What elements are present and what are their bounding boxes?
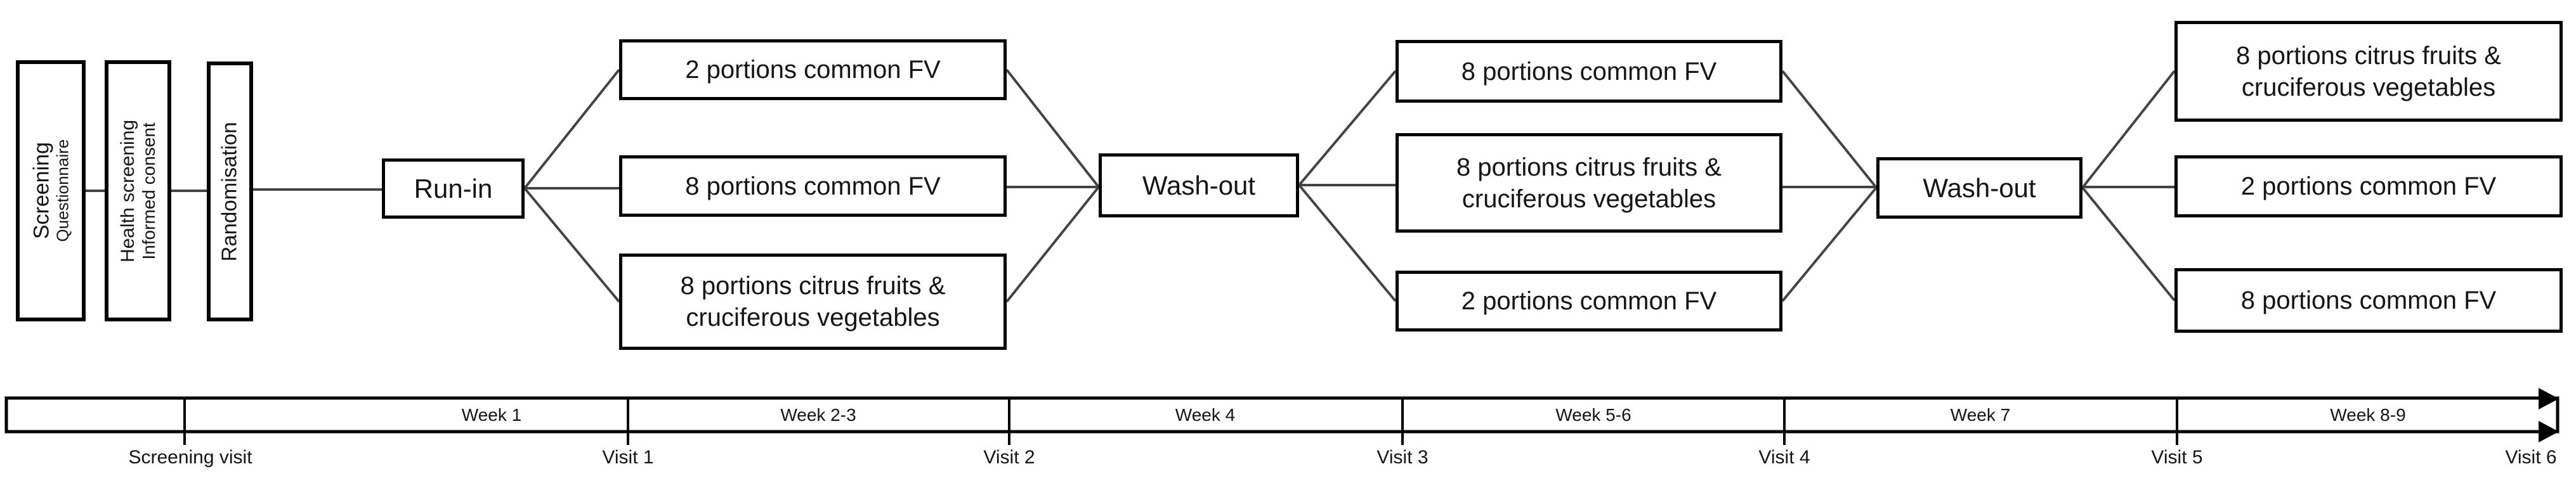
week-label-5: Week 7 bbox=[1950, 405, 2011, 425]
period-2-arm-2-box: 8 portions citrus fruits & cruciferous v… bbox=[1396, 133, 1782, 233]
period-2-arm-1-label: 8 portions common FV bbox=[1461, 57, 1717, 86]
period-3-arm-1-label: 8 portions citrus fruits & cruciferous v… bbox=[2236, 41, 2501, 101]
period-3-arm-2-box: 2 portions common FV bbox=[2174, 155, 2563, 217]
washout-1-label: Wash-out bbox=[1142, 170, 1256, 200]
screening-label-line2: Questionnaire bbox=[53, 139, 72, 242]
randomisation-label: Randomisation bbox=[218, 121, 242, 262]
period-3-arm-1-box: 8 portions citrus fruits & cruciferous v… bbox=[2174, 21, 2563, 122]
week-label-4: Week 5-6 bbox=[1555, 405, 1631, 425]
screening-questionnaire-label: Screening Questionnaire bbox=[29, 139, 72, 242]
health-screening-consent-label: Health screening Informed consent bbox=[117, 119, 159, 262]
visit-label-2: Visit 2 bbox=[983, 447, 1035, 468]
visit-label-6: Visit 6 bbox=[2505, 447, 2557, 468]
screening-label-line1: Screening bbox=[29, 142, 54, 240]
washout-2-box: Wash-out bbox=[1876, 157, 2082, 219]
visit-label-3: Visit 3 bbox=[1376, 447, 1429, 468]
washout-2-fanout-lines bbox=[2081, 70, 2176, 302]
week-label-3: Week 4 bbox=[1175, 405, 1236, 425]
period-3-arm-3-label: 8 portions common FV bbox=[2240, 287, 2497, 314]
timeline-arrow-band bbox=[4, 396, 2560, 434]
visit-label-5: Visit 5 bbox=[2151, 447, 2203, 468]
washout-1-fanout-lines bbox=[1298, 70, 1397, 302]
period-1-arm-3-box: 8 portions citrus fruits & cruciferous v… bbox=[619, 254, 1007, 350]
visit-label-screening: Screening visit bbox=[128, 447, 252, 468]
visit-label-4: Visit 4 bbox=[1758, 447, 1810, 468]
visit-label-1: Visit 1 bbox=[602, 447, 654, 468]
pre-phase-connectors bbox=[86, 188, 382, 192]
period-3-arm-3-box: 8 portions common FV bbox=[2174, 268, 2563, 333]
period-1-arm-1-box: 2 portions common FV bbox=[619, 39, 1007, 100]
timeline-ticks bbox=[183, 398, 2178, 445]
washout-1-box: Wash-out bbox=[1099, 153, 1299, 217]
health-label-line1: Health screening bbox=[117, 119, 139, 262]
health-screening-consent-box: Health screening Informed consent bbox=[105, 60, 171, 321]
washout-1-converge-lines bbox=[1005, 68, 1100, 303]
run-in-label: Run-in bbox=[414, 173, 493, 203]
randomisation-box: Randomisation bbox=[207, 61, 253, 321]
run-in-fanout-lines bbox=[523, 68, 620, 303]
week-label-2: Week 2-3 bbox=[780, 405, 856, 425]
timeline-arrowhead-bottom-icon bbox=[2539, 421, 2559, 442]
week-label-6: Week 8-9 bbox=[2330, 405, 2406, 425]
period-2-arm-3-label: 2 portions common FV bbox=[1461, 287, 1717, 315]
period-2-arm-2-label: 8 portions citrus fruits & cruciferous v… bbox=[1456, 153, 1722, 213]
period-3-arm-2-label: 2 portions common FV bbox=[2240, 172, 2497, 200]
period-2-arm-1-box: 8 portions common FV bbox=[1396, 40, 1782, 103]
period-1-arm-3-label: 8 portions citrus fruits & cruciferous v… bbox=[680, 272, 946, 332]
timeline-arrowhead-top-icon bbox=[2539, 388, 2559, 409]
week-label-1: Week 1 bbox=[461, 405, 522, 425]
randomisation-label-wrap: Randomisation bbox=[218, 122, 242, 261]
period-1-arm-2-box: 8 portions common FV bbox=[619, 155, 1007, 217]
washout-2-converge-lines bbox=[1781, 70, 1878, 302]
health-label-line2: Informed consent bbox=[138, 122, 159, 260]
washout-2-label: Wash-out bbox=[1923, 172, 2036, 203]
period-1-arm-2-label: 8 portions common FV bbox=[685, 172, 941, 200]
period-2-arm-3-box: 2 portions common FV bbox=[1396, 271, 1782, 332]
period-1-arm-1-label: 2 portions common FV bbox=[685, 56, 941, 84]
run-in-box: Run-in bbox=[382, 158, 525, 219]
screening-questionnaire-box: Screening Questionnaire bbox=[16, 60, 86, 321]
